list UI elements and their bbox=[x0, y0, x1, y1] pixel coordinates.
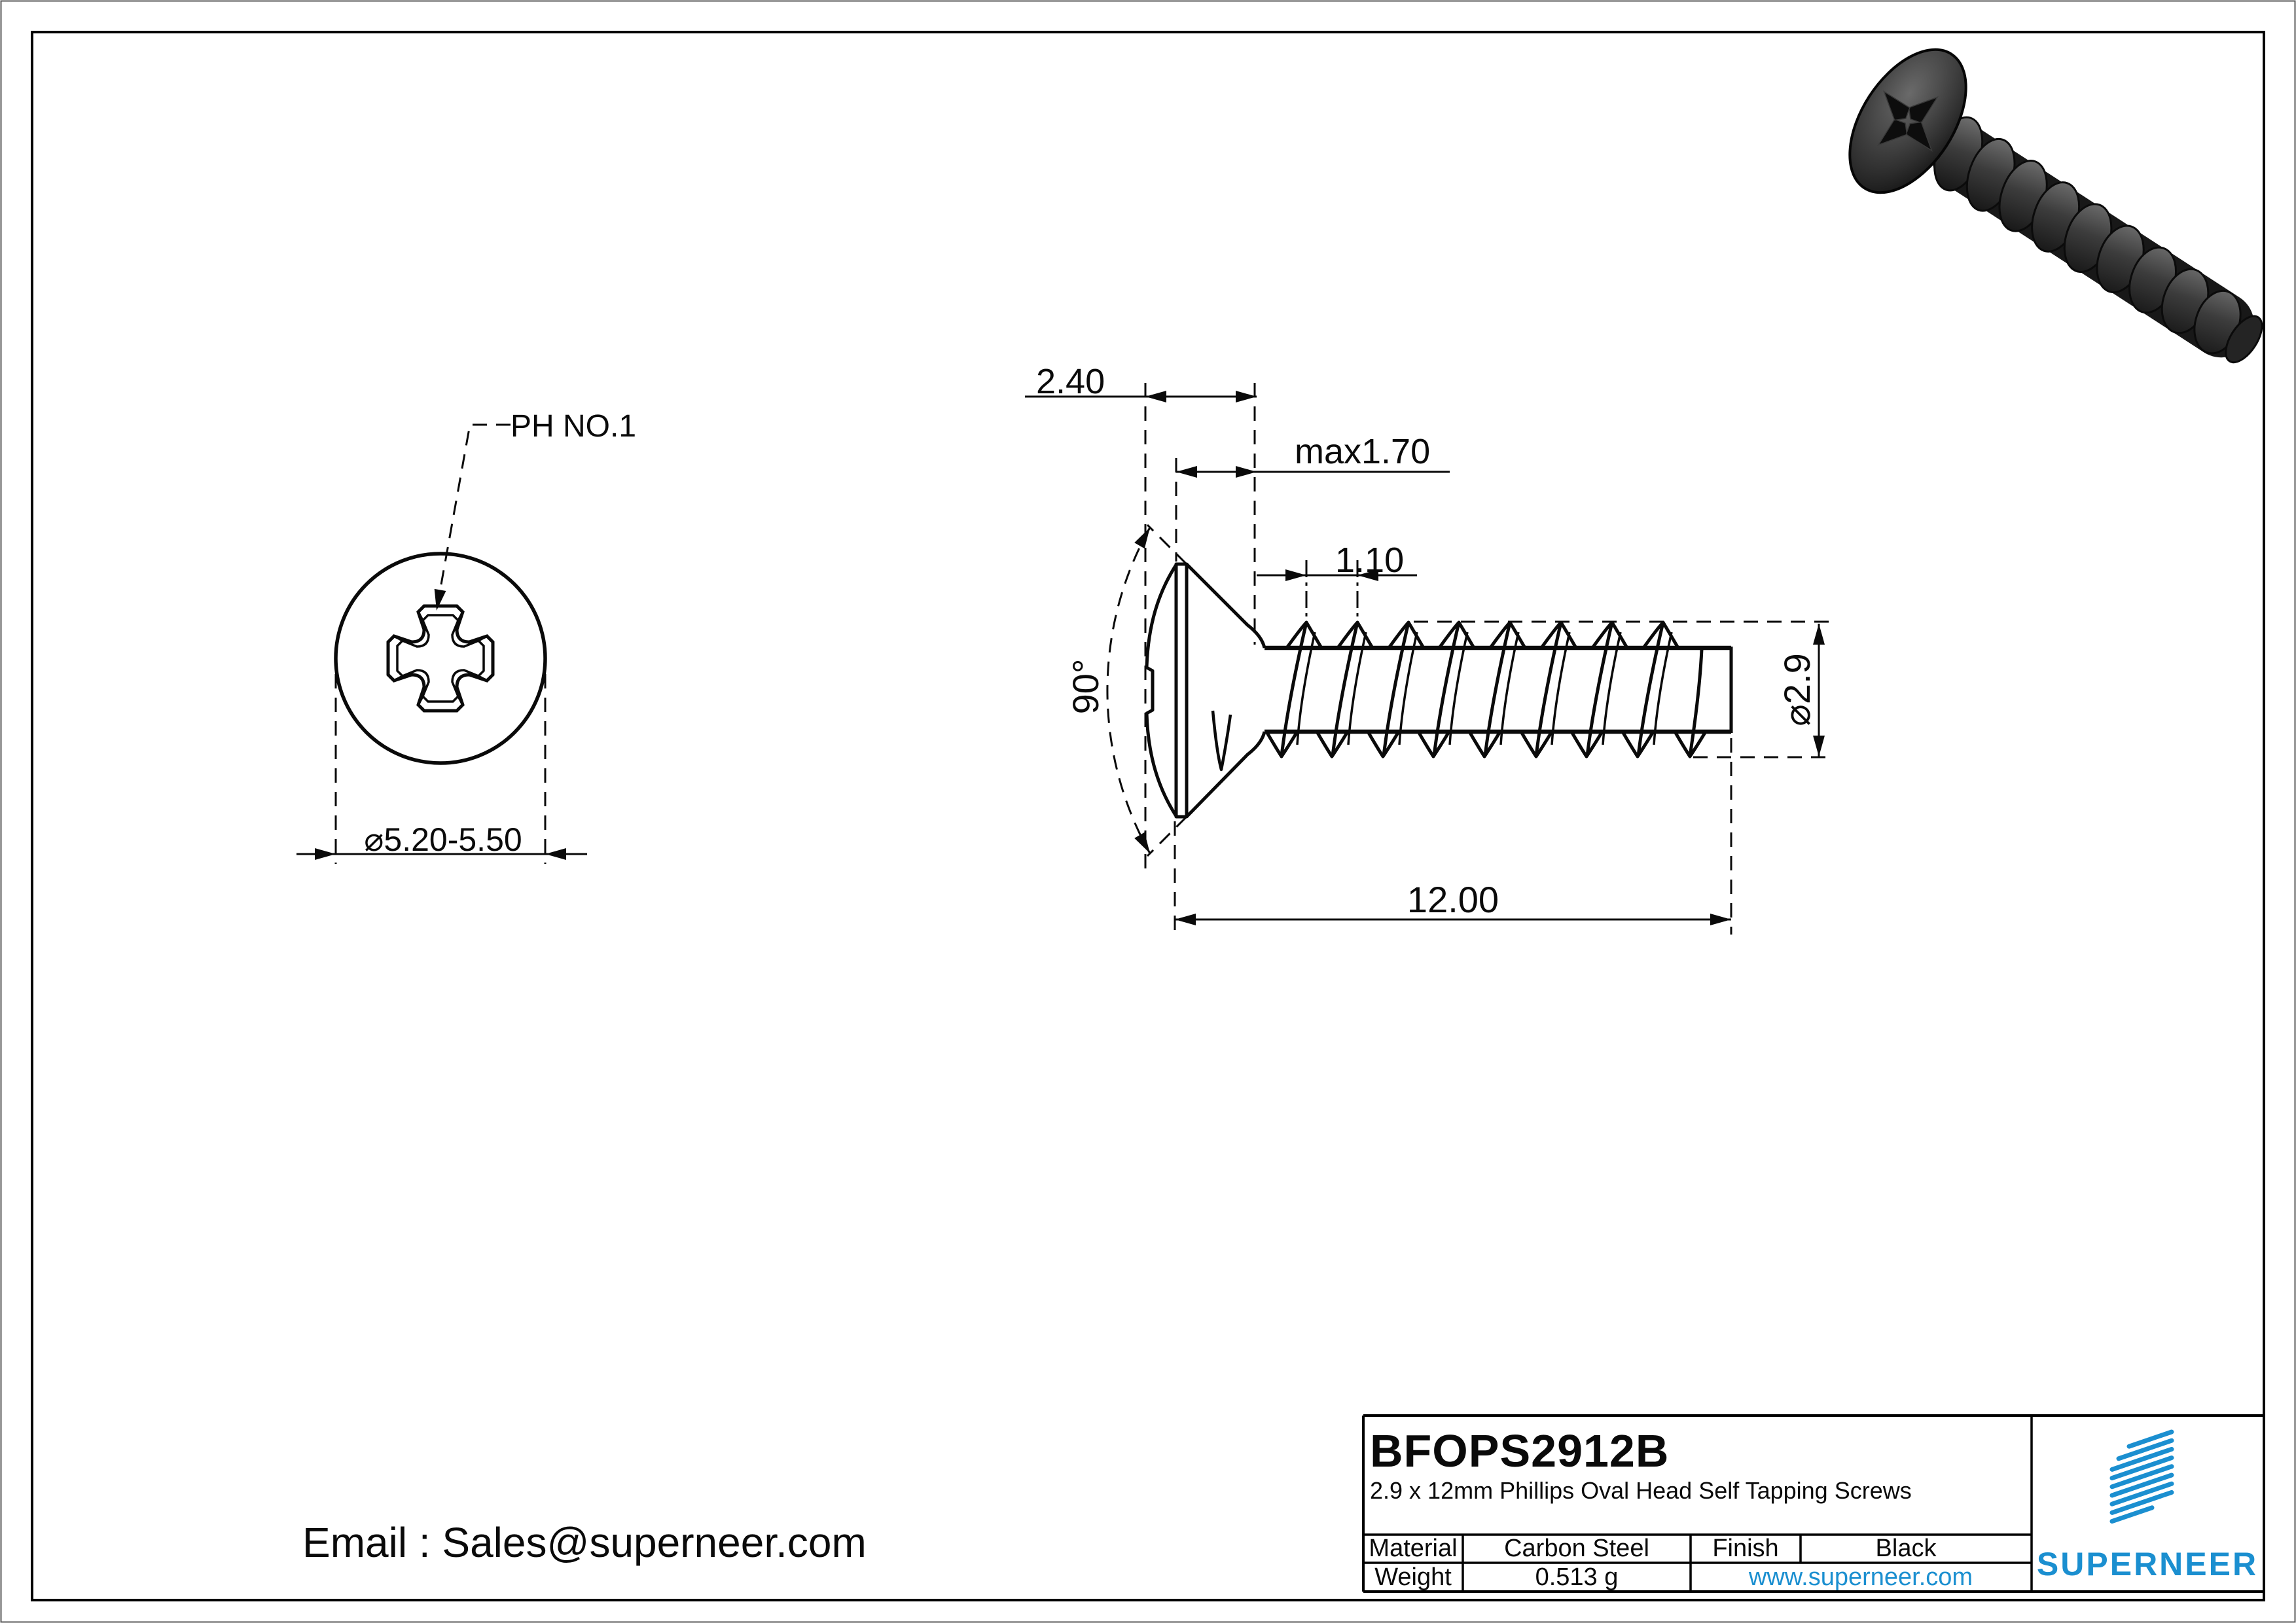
recess-callout: PH NO.1 bbox=[511, 409, 637, 444]
oval-dome-profile bbox=[1145, 563, 1178, 817]
thread-start-sliver bbox=[1211, 710, 1232, 772]
website-link[interactable]: www.superneer.com bbox=[1748, 1563, 1973, 1591]
weight-value: 0.513 g bbox=[1535, 1563, 1619, 1591]
head-face-plate bbox=[1174, 562, 1189, 819]
weight-label: Weight bbox=[1374, 1563, 1452, 1591]
title-block-grid bbox=[1362, 1414, 2264, 1593]
cone-bottom-line bbox=[1185, 731, 1266, 818]
dim-head-length: 2.40 bbox=[1036, 362, 1105, 401]
phillips-recess-3d bbox=[1877, 90, 1939, 152]
countersink-angle-arc bbox=[1106, 527, 1151, 854]
dim-head-height: max1.70 bbox=[1295, 432, 1431, 471]
head-outline-circle bbox=[334, 552, 547, 765]
dim-countersink-angle: 90° bbox=[1065, 658, 1106, 715]
brand-name: SUPERNEER bbox=[2036, 1546, 2259, 1582]
cone-top-line bbox=[1185, 563, 1266, 649]
finish-value: Black bbox=[1875, 1535, 1937, 1562]
callout-leader-line bbox=[435, 423, 511, 611]
dim-total-length: 12.00 bbox=[1407, 879, 1499, 920]
finish-label: Finish bbox=[1712, 1535, 1779, 1562]
dim-thread-diameter: ⌀2.9 bbox=[1776, 653, 1818, 726]
material-label: Material bbox=[1369, 1535, 1458, 1562]
material-value: Carbon Steel bbox=[1504, 1535, 1649, 1562]
dimension-arrows bbox=[315, 391, 1825, 925]
part-number: BFOPS2912B bbox=[1370, 1425, 1670, 1476]
dim-thread-pitch: 1.10 bbox=[1335, 541, 1405, 580]
diagonal-stripes-logo-icon bbox=[2109, 1429, 2174, 1524]
construction-lines bbox=[1106, 383, 1829, 935]
side-view bbox=[1025, 383, 1829, 935]
part-description: 2.9 x 12mm Phillips Oval Head Self Tappi… bbox=[1370, 1477, 1912, 1504]
front-view bbox=[296, 423, 587, 864]
phillips-cross-icon bbox=[386, 604, 495, 713]
black-oval-head-screw-3d-icon bbox=[1848, 48, 2263, 364]
contact-email: Email : Sales@superneer.com bbox=[302, 1519, 867, 1566]
dim-head-diameter: ⌀5.20-5.50 bbox=[364, 821, 522, 858]
dimension-lines bbox=[1025, 395, 1820, 921]
